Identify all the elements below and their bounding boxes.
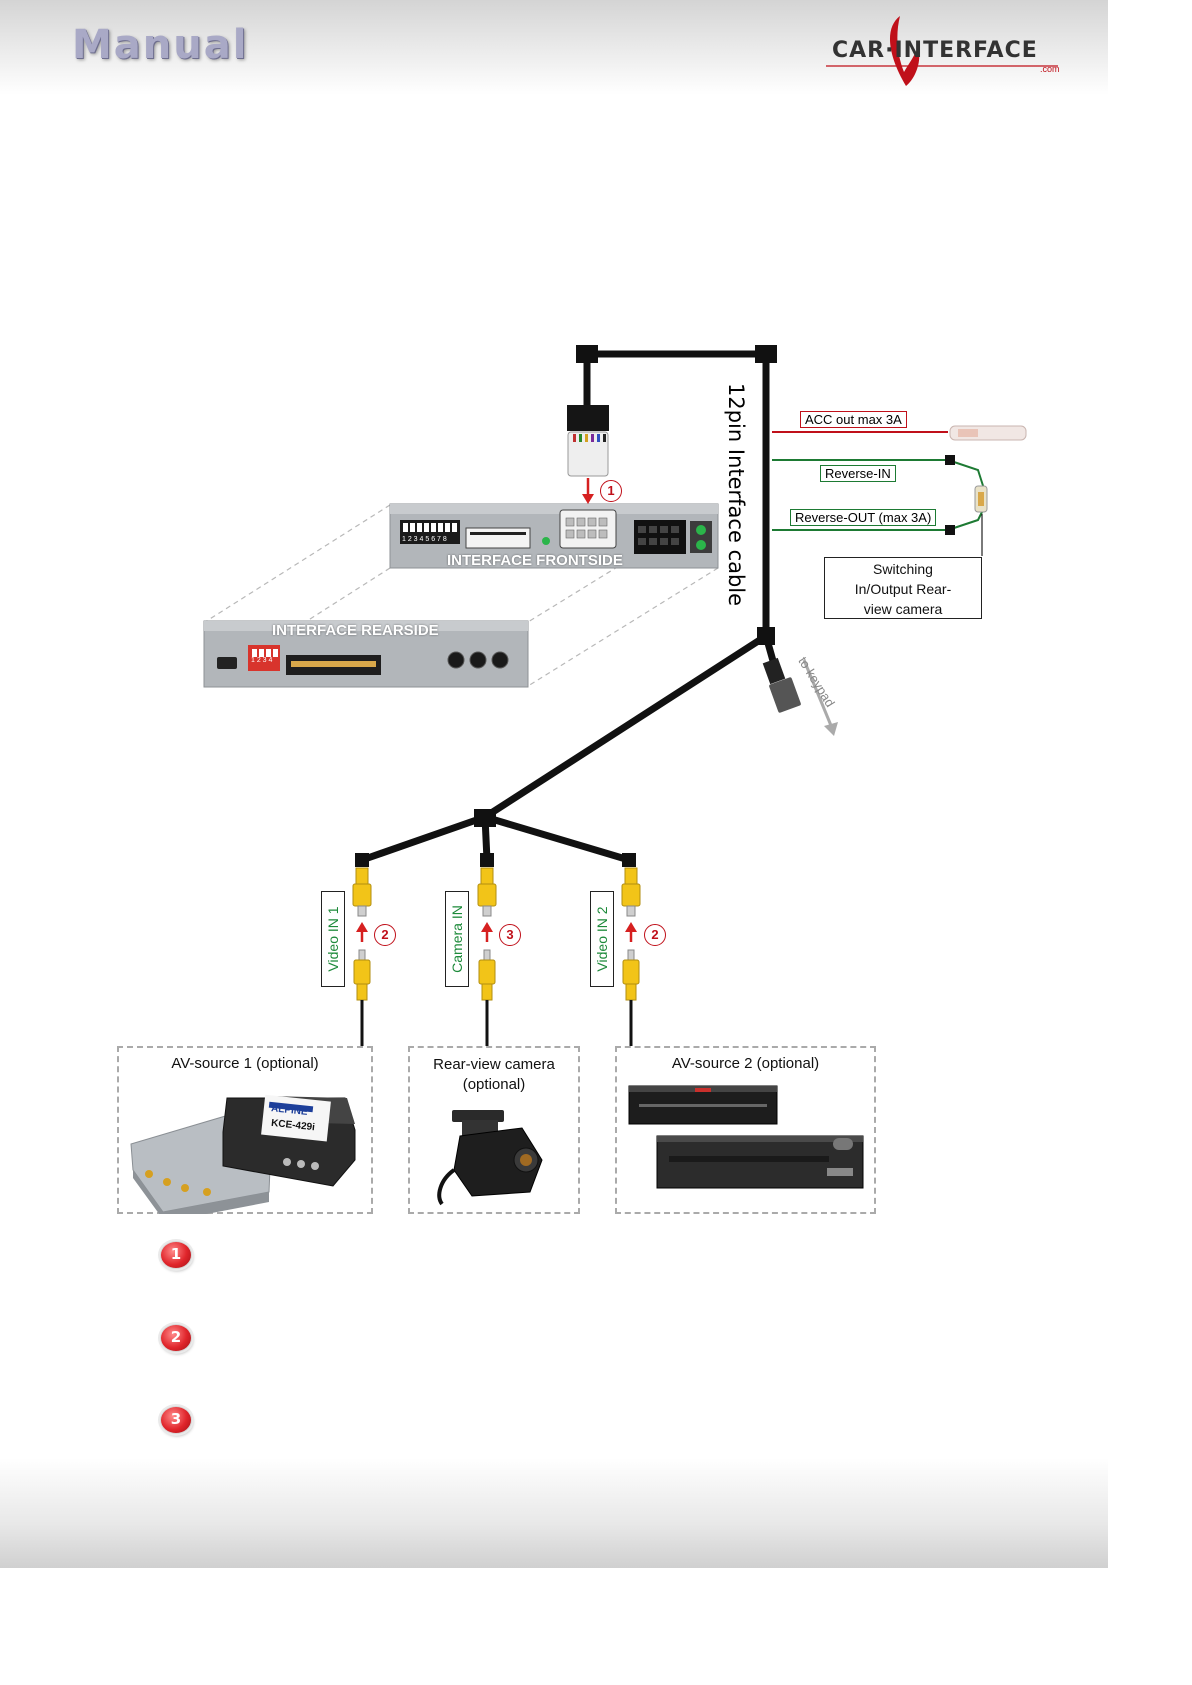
av-source-2-title: AV-source 2 (optional)	[671, 1055, 820, 1072]
wiring-diagram	[203, 345, 1027, 1046]
marker-1: 1	[600, 480, 622, 502]
rear-camera-icon	[437, 1110, 543, 1206]
video-in-1-text: Video IN 1	[325, 906, 341, 972]
switching-note-line-2: In/Output Rear-	[854, 581, 952, 597]
interface-cable-label: 12pin Interface cable	[724, 383, 748, 607]
page-header	[0, 0, 1108, 95]
rear-camera-title-line-2: (optional)	[462, 1076, 526, 1093]
rca-connectors	[352, 867, 641, 1046]
av-source-2-box: AV-source 2 (optional)	[615, 1046, 876, 1214]
rear-dip-numbers: 1 2 3 4	[251, 657, 273, 664]
acc-out-label: ACC out max 3A	[800, 411, 907, 428]
dip-switch-numbers: 1 2 3 4 5 6 7 8	[402, 536, 447, 543]
switching-note-line-1: Switching	[873, 561, 933, 577]
page-footer	[0, 1458, 1108, 1568]
harness-12pin-connector	[567, 405, 609, 477]
side-wires	[772, 431, 986, 556]
legend-badge-1: 1	[160, 1241, 192, 1269]
camera-in-label: Camera IN	[445, 891, 469, 987]
av-source-1-box: AV-source 1 (optional) ALPINE KCE-429i	[117, 1046, 373, 1214]
interface-rearside-label: INTERFACE REARSIDE	[272, 622, 439, 639]
camera-in-text: Camera IN	[449, 905, 465, 973]
interface-rearside	[203, 620, 529, 688]
logo-suffix: .com	[1040, 64, 1060, 74]
fuse-holder	[974, 485, 988, 513]
video-in-2-label: Video IN 2	[590, 891, 614, 987]
legend-badge-3: 3	[160, 1406, 192, 1434]
rear-camera-box: Rear-view camera (optional)	[408, 1046, 580, 1214]
switching-note-line-3: view camera	[863, 601, 943, 617]
reverse-out-label: Reverse-OUT (max 3A)	[790, 509, 937, 526]
legend-badge-2: 2	[160, 1324, 192, 1352]
interface-frontside	[389, 503, 719, 569]
marker-3: 3	[499, 924, 521, 946]
video-in-2-text: Video IN 2	[594, 906, 610, 972]
keypad-connector	[762, 657, 838, 736]
logo-swoosh-icon	[826, 16, 1058, 86]
red-arrow-1	[582, 478, 594, 504]
switching-note: Switching In/Output Rear- view camera	[824, 557, 982, 619]
logo-text: CAR·INTERFACE	[832, 38, 1038, 63]
marker-2-left: 2	[374, 924, 396, 946]
harness-joints	[355, 345, 777, 867]
manual-title: Manual	[72, 22, 249, 68]
video-in-1-label: Video IN 1	[321, 891, 345, 987]
acc-plug	[949, 425, 1027, 441]
rear-camera-title-line-1: Rear-view camera	[433, 1056, 555, 1073]
av-source-1-title: AV-source 1 (optional)	[171, 1055, 319, 1072]
interface-frontside-label: INTERFACE FRONTSIDE	[447, 552, 623, 569]
av-source-1-device-icon	[130, 1094, 356, 1214]
car-interface-logo: CAR·INTERFACE .com	[826, 8, 1066, 94]
reverse-in-label: Reverse-IN	[820, 465, 896, 482]
marker-2-right: 2	[644, 924, 666, 946]
av-source-2-device-icon	[628, 1085, 864, 1189]
